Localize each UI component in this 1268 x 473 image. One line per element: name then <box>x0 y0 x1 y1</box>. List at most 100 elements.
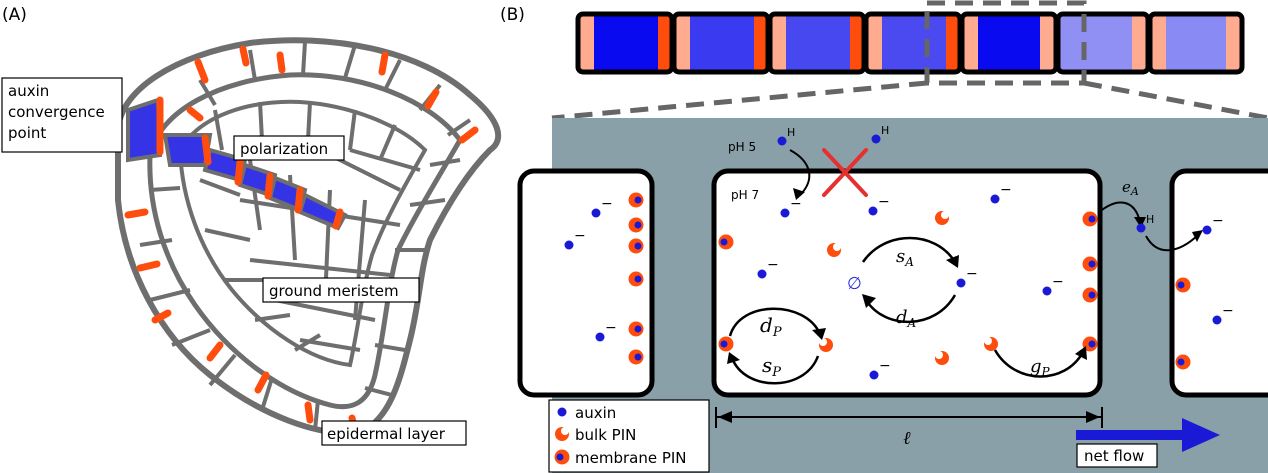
svg-text:−: − <box>878 194 890 210</box>
zoom-line-left <box>551 80 928 121</box>
strip-cell <box>671 11 771 75</box>
cell-left <box>517 168 655 398</box>
strip-cell <box>767 11 867 75</box>
protonated-auxin-apoplast: H <box>1136 213 1154 233</box>
auxin-anion: − <box>1042 274 1064 296</box>
auxin-anion: − <box>869 358 891 380</box>
protonated-auxin: H <box>777 126 795 146</box>
zoom-line-right <box>1083 80 1268 121</box>
bulk-pin <box>935 211 949 225</box>
synthesis-arrowhead <box>946 255 959 268</box>
blocked-entry-x <box>822 148 868 197</box>
strip-cell <box>575 11 675 75</box>
cell-walls <box>139 41 472 431</box>
net-flow-label: net flow <box>1076 443 1158 468</box>
ph-inside-label: pH 7 <box>731 188 759 202</box>
ph-outside-label: pH 5 <box>728 140 756 154</box>
callout-convergence: auxin convergence point <box>1 77 123 153</box>
uptake-arrowhead <box>793 188 805 200</box>
membrane-pin <box>1175 354 1191 370</box>
callout-epidermal-layer-text: epidermal layer <box>327 425 446 443</box>
net-flow-text: net flow <box>1084 447 1144 465</box>
strip-cell <box>863 11 963 75</box>
membrane-pin <box>628 217 644 233</box>
rate-g-p: gP <box>1030 356 1051 379</box>
pin-detach-arrowhead <box>812 328 826 340</box>
auxin-anion: − <box>956 266 978 288</box>
svg-text:−: − <box>601 196 613 212</box>
membrane-pin <box>718 234 734 250</box>
cell-center <box>711 168 1103 398</box>
svg-text:−: − <box>1000 182 1012 198</box>
synthesis-arrow <box>861 236 957 263</box>
legend-auxin: auxin <box>575 404 616 422</box>
membrane-pin <box>1082 287 1098 303</box>
influx-arrowhead <box>1192 230 1203 242</box>
auxin-anion: − <box>757 257 779 279</box>
callout-convergence-line1: auxin <box>8 82 49 100</box>
efflux-arrow <box>1097 201 1141 223</box>
rate-d-a: dA <box>896 307 917 330</box>
legend-membrane-pin-marker <box>554 449 570 465</box>
auxin-anion: − <box>564 228 586 250</box>
efflux-arrowhead <box>1134 217 1146 228</box>
null-symbol: ∅ <box>847 274 862 294</box>
length-arrow-left <box>718 411 732 423</box>
rate-e-a: eA <box>1122 178 1139 198</box>
membrane-pin <box>628 271 644 287</box>
proton-label: H <box>1146 213 1154 226</box>
svg-text:−: − <box>1052 274 1064 290</box>
length-bar <box>715 407 1103 428</box>
membrane-pin <box>718 336 734 352</box>
membrane-pin <box>1175 277 1191 293</box>
panel-b: (B) <box>500 0 1268 473</box>
pin-attach-arrowhead <box>727 352 740 364</box>
svg-text:−: − <box>1222 303 1234 319</box>
net-flow-arrow-head <box>1182 418 1220 452</box>
callout-convergence-line3: point <box>8 124 46 142</box>
auxin-anion: − <box>1212 303 1234 325</box>
svg-text:−: − <box>605 320 617 336</box>
callout-polarization: polarization <box>233 135 345 161</box>
svg-text:−: − <box>1212 213 1224 229</box>
ground-boundary <box>177 99 428 368</box>
membrane-pins <box>628 192 1191 370</box>
length-arrow-right <box>1086 411 1100 423</box>
anionic-auxins: − − − − − − − − − − − − <box>564 182 1234 380</box>
bulk-pin <box>935 351 949 365</box>
rate-d-p: dP <box>760 313 782 340</box>
strip-cell <box>1147 11 1245 75</box>
membrane-pin <box>1082 336 1098 352</box>
auxin-anion: − <box>595 320 617 342</box>
membrane-pin <box>628 321 644 337</box>
legend-auxin-marker <box>557 407 567 417</box>
bulk-pins <box>819 211 998 365</box>
pin-detach-arrow <box>728 307 822 337</box>
bulk-pin <box>984 337 998 351</box>
strip-cell <box>959 11 1059 75</box>
pin-polarize-arrow <box>993 349 1085 378</box>
svg-text:−: − <box>767 257 779 273</box>
auxin-anion: − <box>1202 213 1224 235</box>
svg-text:−: − <box>966 266 978 282</box>
auxin-anion: − <box>868 194 890 216</box>
decay-arrowhead <box>862 294 876 308</box>
bulk-pin <box>827 243 841 257</box>
svg-text:−: − <box>879 358 891 374</box>
zoom-box <box>924 0 1087 86</box>
auxin-anion: − <box>780 196 802 218</box>
svg-text:−: − <box>790 196 802 212</box>
decay-arrow <box>864 294 957 324</box>
auxin-anion: − <box>591 196 613 218</box>
panel-a: (A) <box>1 5 502 446</box>
callout-polarization-text: polarization <box>240 140 328 158</box>
membrane-pin <box>628 238 644 254</box>
membrane-pin <box>628 192 644 208</box>
rate-s-p: sP <box>762 353 781 380</box>
callout-ground-meristem: ground meristem <box>262 277 420 303</box>
pin-polarize-arrowhead <box>1075 346 1087 360</box>
length-symbol: ℓ <box>903 428 911 449</box>
pin-attach-arrow <box>730 355 820 385</box>
net-flow-arrow-shaft <box>1076 430 1186 440</box>
membrane-pin <box>1082 256 1098 272</box>
